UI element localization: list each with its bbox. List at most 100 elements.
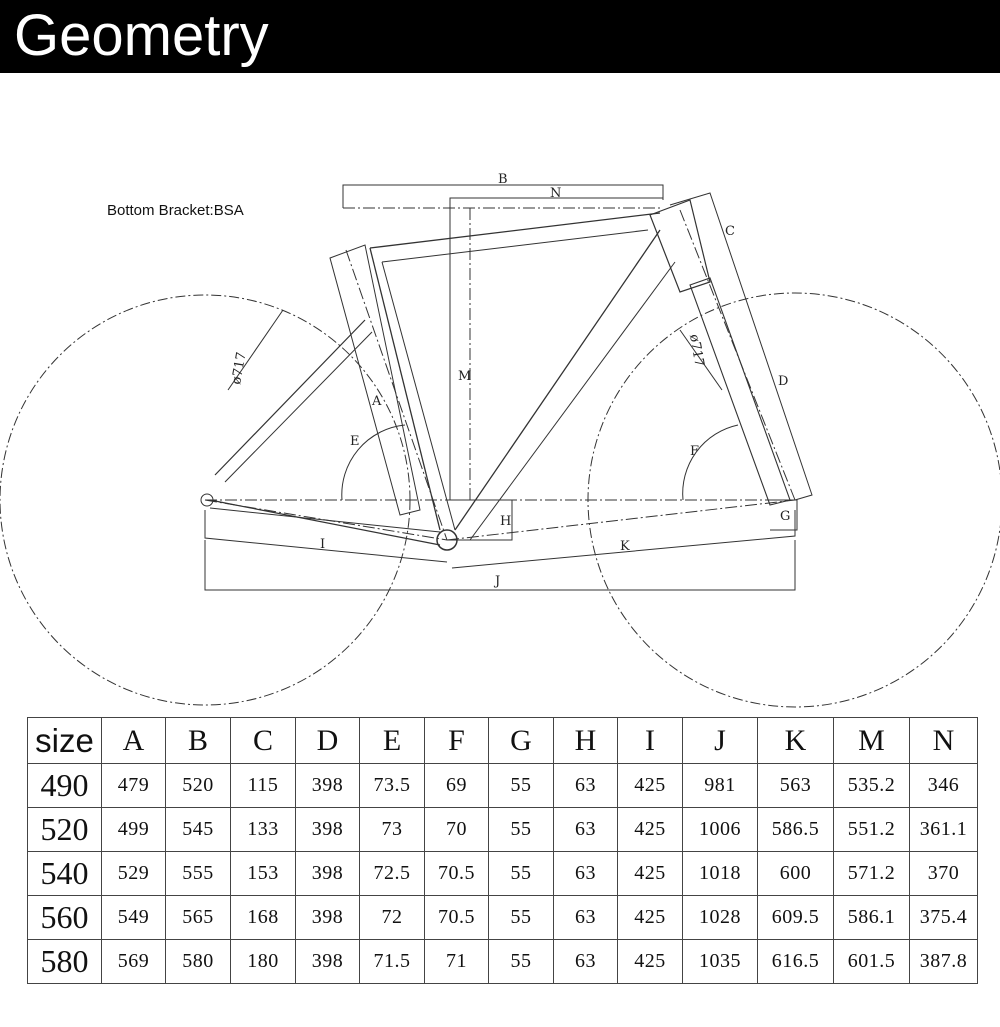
table-cell: 555 [165, 851, 231, 896]
label-f: F [690, 444, 699, 459]
table-header-cell: K [757, 717, 834, 764]
table-cell: 1028 [682, 895, 758, 940]
table-cell: 551.2 [833, 807, 910, 852]
table-cell: 55 [488, 807, 554, 852]
table-cell: 55 [488, 939, 554, 984]
table-cell: 569 [101, 939, 166, 984]
size-cell: 580 [27, 939, 102, 984]
table-header-cell: N [909, 717, 978, 764]
dim-i-line [204, 510, 448, 563]
label-rear-wheel: ø717 [229, 351, 249, 386]
dim-j-line [204, 540, 796, 591]
table-cell: 398 [295, 939, 360, 984]
table-cell: 180 [230, 939, 296, 984]
table-cell: 70.5 [424, 851, 489, 896]
table-header-cell: C [230, 717, 296, 764]
dim-n-line [449, 197, 663, 500]
label-c: C [725, 224, 735, 239]
table-cell: 70.5 [424, 895, 489, 940]
label-j: J [493, 574, 500, 589]
table-cell: 425 [617, 851, 683, 896]
table-header-cell: H [553, 717, 618, 764]
angle-e-arc [341, 424, 406, 501]
table-header-cell: size [27, 717, 102, 764]
table-cell: 73.5 [359, 763, 425, 808]
table-cell: 565 [165, 895, 231, 940]
label-g: G [780, 509, 790, 524]
table-header-cell: J [682, 717, 758, 764]
table-header-cell: B [165, 717, 231, 764]
table-cell: 499 [101, 807, 166, 852]
table-cell: 73 [359, 807, 425, 852]
label-b: B [498, 172, 508, 187]
head-tube [649, 199, 711, 293]
dim-k-line [451, 510, 796, 569]
table-cell: 563 [757, 763, 834, 808]
table-cell: 529 [101, 851, 166, 896]
table-cell: 616.5 [757, 939, 834, 984]
table-cell: 55 [488, 763, 554, 808]
table-header-cell: A [101, 717, 166, 764]
table-cell: 545 [165, 807, 231, 852]
table-cell: 55 [488, 851, 554, 896]
header-bar: Geometry [0, 0, 1000, 73]
table-cell: 398 [295, 851, 360, 896]
table-cell: 609.5 [757, 895, 834, 940]
table-cell: 425 [617, 895, 683, 940]
top-tube [369, 212, 661, 249]
table-cell: 63 [553, 763, 618, 808]
table-cell: 71.5 [359, 939, 425, 984]
table-header-cell: I [617, 717, 683, 764]
dim-h-box [447, 499, 513, 541]
table-cell: 370 [909, 851, 978, 896]
table-cell: 72.5 [359, 851, 425, 896]
bike-geometry-drawing: B N C D M A E F H G I K J ø717 ø717 [0, 172, 1000, 708]
label-e: E [350, 434, 360, 449]
table-cell: 133 [230, 807, 296, 852]
label-h: H [500, 514, 511, 529]
table-cell: 398 [295, 763, 360, 808]
table-cell: 375.4 [909, 895, 978, 940]
table-header-cell: G [488, 717, 554, 764]
bottom-bracket-note: Bottom Bracket:BSA [107, 202, 244, 219]
table-cell: 520 [165, 763, 231, 808]
label-a: A [371, 394, 382, 409]
table-cell: 63 [553, 895, 618, 940]
table-cell: 1018 [682, 851, 758, 896]
table-cell: 535.2 [833, 763, 910, 808]
label-d: D [778, 374, 788, 389]
table-cell: 479 [101, 763, 166, 808]
label-n: N [550, 186, 561, 201]
table-cell: 361.1 [909, 807, 978, 852]
seat-post [329, 244, 421, 516]
angle-f-arc [682, 424, 739, 501]
label-m: M [458, 369, 471, 384]
table-cell: 600 [757, 851, 834, 896]
table-cell: 168 [230, 895, 296, 940]
table-header-cell: E [359, 717, 425, 764]
table-cell: 387.8 [909, 939, 978, 984]
table-cell: 1006 [682, 807, 758, 852]
seat-stay [214, 319, 366, 476]
table-header-cell: D [295, 717, 360, 764]
table-cell: 63 [553, 939, 618, 984]
page-title: Geometry [14, 3, 269, 68]
table-cell: 398 [295, 807, 360, 852]
table-cell: 601.5 [833, 939, 910, 984]
table-cell: 425 [617, 763, 683, 808]
table-cell: 981 [682, 763, 758, 808]
table-cell: 63 [553, 807, 618, 852]
table-cell: 586.5 [757, 807, 834, 852]
size-cell: 490 [27, 763, 102, 808]
table-cell: 398 [295, 895, 360, 940]
table-header-cell: M [833, 717, 910, 764]
table-cell: 586.1 [833, 895, 910, 940]
size-cell: 540 [27, 851, 102, 896]
dim-g-box [770, 499, 798, 531]
table-cell: 1035 [682, 939, 758, 984]
seat-tube [369, 247, 441, 531]
